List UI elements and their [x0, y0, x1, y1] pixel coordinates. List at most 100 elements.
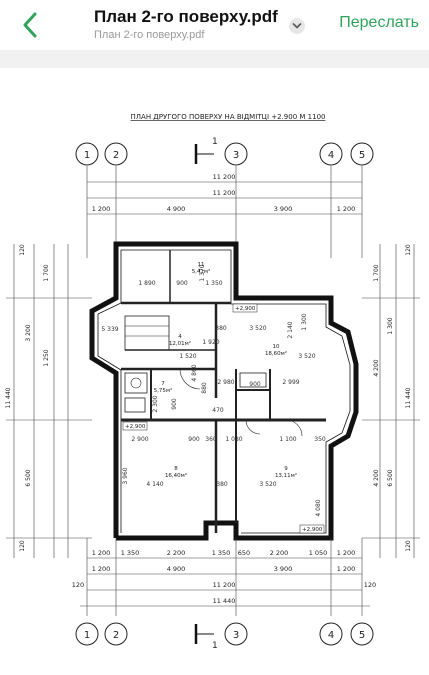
axis-label: 1: [84, 150, 90, 161]
inner-dim: 900: [249, 381, 261, 388]
dim-label: 1 200: [92, 205, 111, 213]
axis-label: 4: [328, 150, 334, 161]
dim-label: 1 050: [309, 549, 328, 557]
room-number: 10: [273, 344, 280, 350]
inner-dim: 1 370: [199, 264, 206, 281]
dim-label: 1 200: [337, 205, 356, 213]
side-dim: 3 200: [25, 324, 32, 341]
plan-heading: ПЛАН ДРУГОГО ПОВЕРХУ НА ВІДМІТЦІ +2.900 …: [131, 113, 326, 121]
interior-walls: [121, 250, 326, 533]
document-title-block[interactable]: План 2-го поверху.pdf План 2-го поверху.…: [94, 7, 294, 41]
axis-bubble: [224, 622, 248, 646]
axis-label: 5: [359, 150, 365, 161]
inner-dim: 470: [212, 407, 224, 414]
inner-dim: 1 350: [205, 280, 222, 287]
dim-label: 1 200: [337, 565, 356, 573]
back-button[interactable]: [14, 8, 46, 42]
inner-dim: 3 960: [122, 467, 129, 484]
inner-dim: 880: [201, 382, 208, 394]
inner-dim: 2 999: [282, 379, 299, 386]
axis-markers-top: 1 2 3 4 5: [75, 142, 374, 166]
side-dim: 1 300: [387, 317, 394, 334]
inner-dim: 900: [171, 398, 178, 410]
level-mark: +2,900: [302, 527, 323, 533]
inner-dim: 4 080: [315, 499, 322, 516]
inner-dim: 2 900: [131, 436, 148, 443]
axis-bubble: [75, 622, 99, 646]
dim-label: 11 200: [213, 581, 236, 589]
dim-label: 11 200: [213, 173, 236, 181]
inner-dim: 4 860: [191, 364, 198, 381]
axis-label: 3: [233, 150, 239, 161]
dim-label: 3 900: [274, 205, 293, 213]
section-mark-label: 1: [212, 137, 218, 147]
dim-label: 4 900: [167, 205, 186, 213]
side-dim: 1 700: [373, 264, 380, 281]
room-area: 5,75м²: [154, 387, 173, 394]
section-mark-bottom: 1: [194, 624, 218, 651]
room-area: 16,40м²: [165, 472, 187, 479]
inner-dim: 1 920: [202, 339, 219, 346]
dim-label: 1 200: [337, 549, 356, 557]
axis-label: 3: [233, 630, 239, 641]
dim-label: 2 200: [167, 549, 186, 557]
forward-button[interactable]: Переслать: [339, 14, 419, 31]
chevron-down-icon: [292, 23, 302, 29]
section-mark-label: 1: [212, 641, 218, 651]
side-dim: 120: [19, 540, 26, 552]
side-dim: 1 700: [43, 264, 50, 281]
document-subtitle: План 2-го поверху.pdf: [94, 29, 205, 41]
dim-label: 11 200: [213, 189, 236, 197]
dim-label: 1 200: [92, 565, 111, 573]
dim-label: 1 350: [121, 549, 140, 557]
axis-bubble: [350, 142, 374, 166]
inner-dim: 1 300: [301, 313, 308, 330]
level-mark: +2,900: [235, 306, 256, 312]
side-dim: 120: [405, 540, 412, 552]
axis-bubble: [319, 142, 343, 166]
axis-label: 1: [84, 630, 90, 641]
inner-dim: 900: [176, 280, 188, 287]
building-walls: [89, 241, 359, 541]
inner-dim: 3 520: [259, 481, 276, 488]
axis-bubble: [104, 142, 128, 166]
axis-bubble: [224, 142, 248, 166]
inner-dim: 5 339: [101, 326, 118, 333]
inner-dim: 4 140: [146, 481, 163, 488]
inner-dim: 380: [215, 325, 227, 332]
inner-dim: 1 520: [179, 353, 196, 360]
side-dim: 6 500: [25, 469, 32, 486]
document-viewer[interactable]: ПЛАН ДРУГОГО ПОВЕРХУ НА ВІДМІТЦІ +2.900 …: [0, 50, 429, 670]
axis-label: 5: [359, 630, 365, 641]
top-bar: План 2-го поверху.pdf План 2-го поверху.…: [0, 0, 429, 50]
inner-dim: 3 520: [298, 353, 315, 360]
side-dim: 4 200: [373, 359, 380, 376]
room-number: 11: [198, 262, 205, 268]
inner-dim: 3 520: [249, 325, 266, 332]
side-dim: 1 250: [43, 349, 50, 366]
side-dim: 11 440: [5, 387, 12, 408]
dim-label: 11 440: [213, 597, 236, 605]
title-dropdown-button[interactable]: [289, 18, 305, 34]
dim-label: 120: [364, 581, 376, 589]
dim-label: 650: [238, 549, 250, 557]
side-dim: 11 440: [405, 387, 412, 408]
axis-label: 2: [113, 630, 119, 641]
axis-bubble: [319, 622, 343, 646]
inner-dim: 380: [216, 481, 228, 488]
inner-dim: 350: [314, 436, 326, 443]
side-dim: 120: [405, 244, 412, 256]
room-number: 4: [178, 334, 182, 340]
axis-label: 2: [113, 150, 119, 161]
side-dim: 4 200: [373, 469, 380, 486]
inner-dim: 900: [188, 436, 200, 443]
room-area: 18,60м²: [265, 350, 287, 357]
dim-label: 120: [72, 581, 84, 589]
axis-markers-bottom: 1 2 3 4 5: [75, 622, 374, 646]
inner-dim: 1 100: [279, 436, 296, 443]
inner-dim: 1 080: [225, 436, 242, 443]
room-area: 12,01м²: [169, 340, 191, 347]
axis-bubble: [75, 142, 99, 166]
dim-label: 1 200: [92, 549, 111, 557]
chevron-left-icon: [23, 12, 37, 38]
